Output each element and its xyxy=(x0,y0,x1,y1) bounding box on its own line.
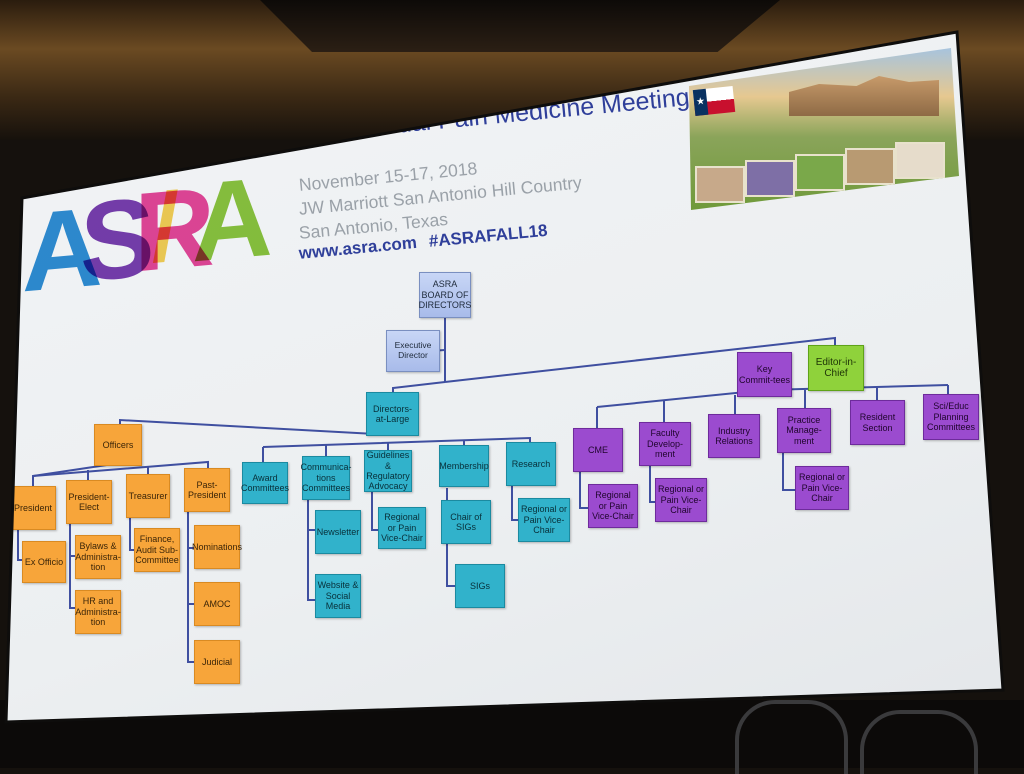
guidelines-vice-chair-box: Regional or Pain Vice-Chair xyxy=(378,507,426,549)
practice-management-box: Practice Manage-ment xyxy=(777,408,831,453)
board-of-directors-box: ASRA BOARD OF DIRECTORS xyxy=(419,272,471,318)
communications-box: Communica-tions Committees xyxy=(301,456,352,500)
hotel-photo-collage: ★ xyxy=(689,48,959,210)
guidelines-box: Guidelines & Regulatory Advocacy xyxy=(364,450,412,492)
stair-railing xyxy=(735,700,848,774)
president-box: President xyxy=(10,486,56,530)
officers-box: Officers xyxy=(94,424,142,466)
faculty-vice-chair-box: Regional or Pain Vice-Chair xyxy=(655,478,707,522)
ceiling-beam xyxy=(260,0,780,52)
stair-railing xyxy=(860,710,978,774)
sigs-box: SIGs xyxy=(455,564,505,608)
award-committees-box: Award Committees xyxy=(241,462,289,504)
thumb-yoga xyxy=(695,166,745,203)
president-elect-box: President-Elect xyxy=(66,480,112,524)
research-vice-chair-box: Regional or Pain Vice-Chair xyxy=(518,498,570,542)
practice-vice-chair-box: Regional or Pain Vice-Chair xyxy=(795,466,849,510)
thumb-stones xyxy=(895,142,945,179)
membership-box: Membership xyxy=(439,445,489,487)
key-committees-box: Key Commit-tees xyxy=(737,352,792,397)
thumb-massage xyxy=(745,160,795,197)
cme-box: CME xyxy=(573,428,623,472)
newsletter-box: Newsletter xyxy=(315,510,361,554)
directors-at-large-box: Directors-at-Large xyxy=(366,392,419,436)
editor-in-chief-box: Editor-in-Chief xyxy=(808,345,864,391)
thumb-alamo xyxy=(845,148,895,185)
website-social-media-box: Website & Social Media xyxy=(315,574,361,618)
chair-of-sigs-box: Chair of SIGs xyxy=(441,500,491,544)
cme-vice-chair-box: Regional or Pain Vice-Chair xyxy=(588,484,638,528)
bylaws-box: Bylaws & Administra-tion xyxy=(75,535,121,579)
sci-educ-planning-box: Sci/Educ Planning Committees xyxy=(923,394,979,440)
hr-box: HR and Administra-tion xyxy=(75,590,121,634)
research-box: Research xyxy=(506,442,556,486)
amoc-box: AMOC xyxy=(194,582,240,626)
ex-officio-box: Ex Officio xyxy=(22,541,66,583)
thumb-lawn xyxy=(795,154,845,191)
faculty-development-box: Faculty Develop-ment xyxy=(639,422,691,466)
resident-section-box: Resident Section xyxy=(850,400,905,445)
nominations-box: Nominations xyxy=(192,525,242,569)
industry-relations-box: Industry Relations xyxy=(708,414,760,458)
treasurer-box: Treasurer xyxy=(126,474,170,518)
past-president-box: Past-President xyxy=(184,468,230,512)
judicial-box: Judicial xyxy=(194,640,240,684)
executive-director-box: Executive Director xyxy=(386,330,440,372)
finance-box: Finance, Audit Sub-Committee xyxy=(134,528,180,572)
